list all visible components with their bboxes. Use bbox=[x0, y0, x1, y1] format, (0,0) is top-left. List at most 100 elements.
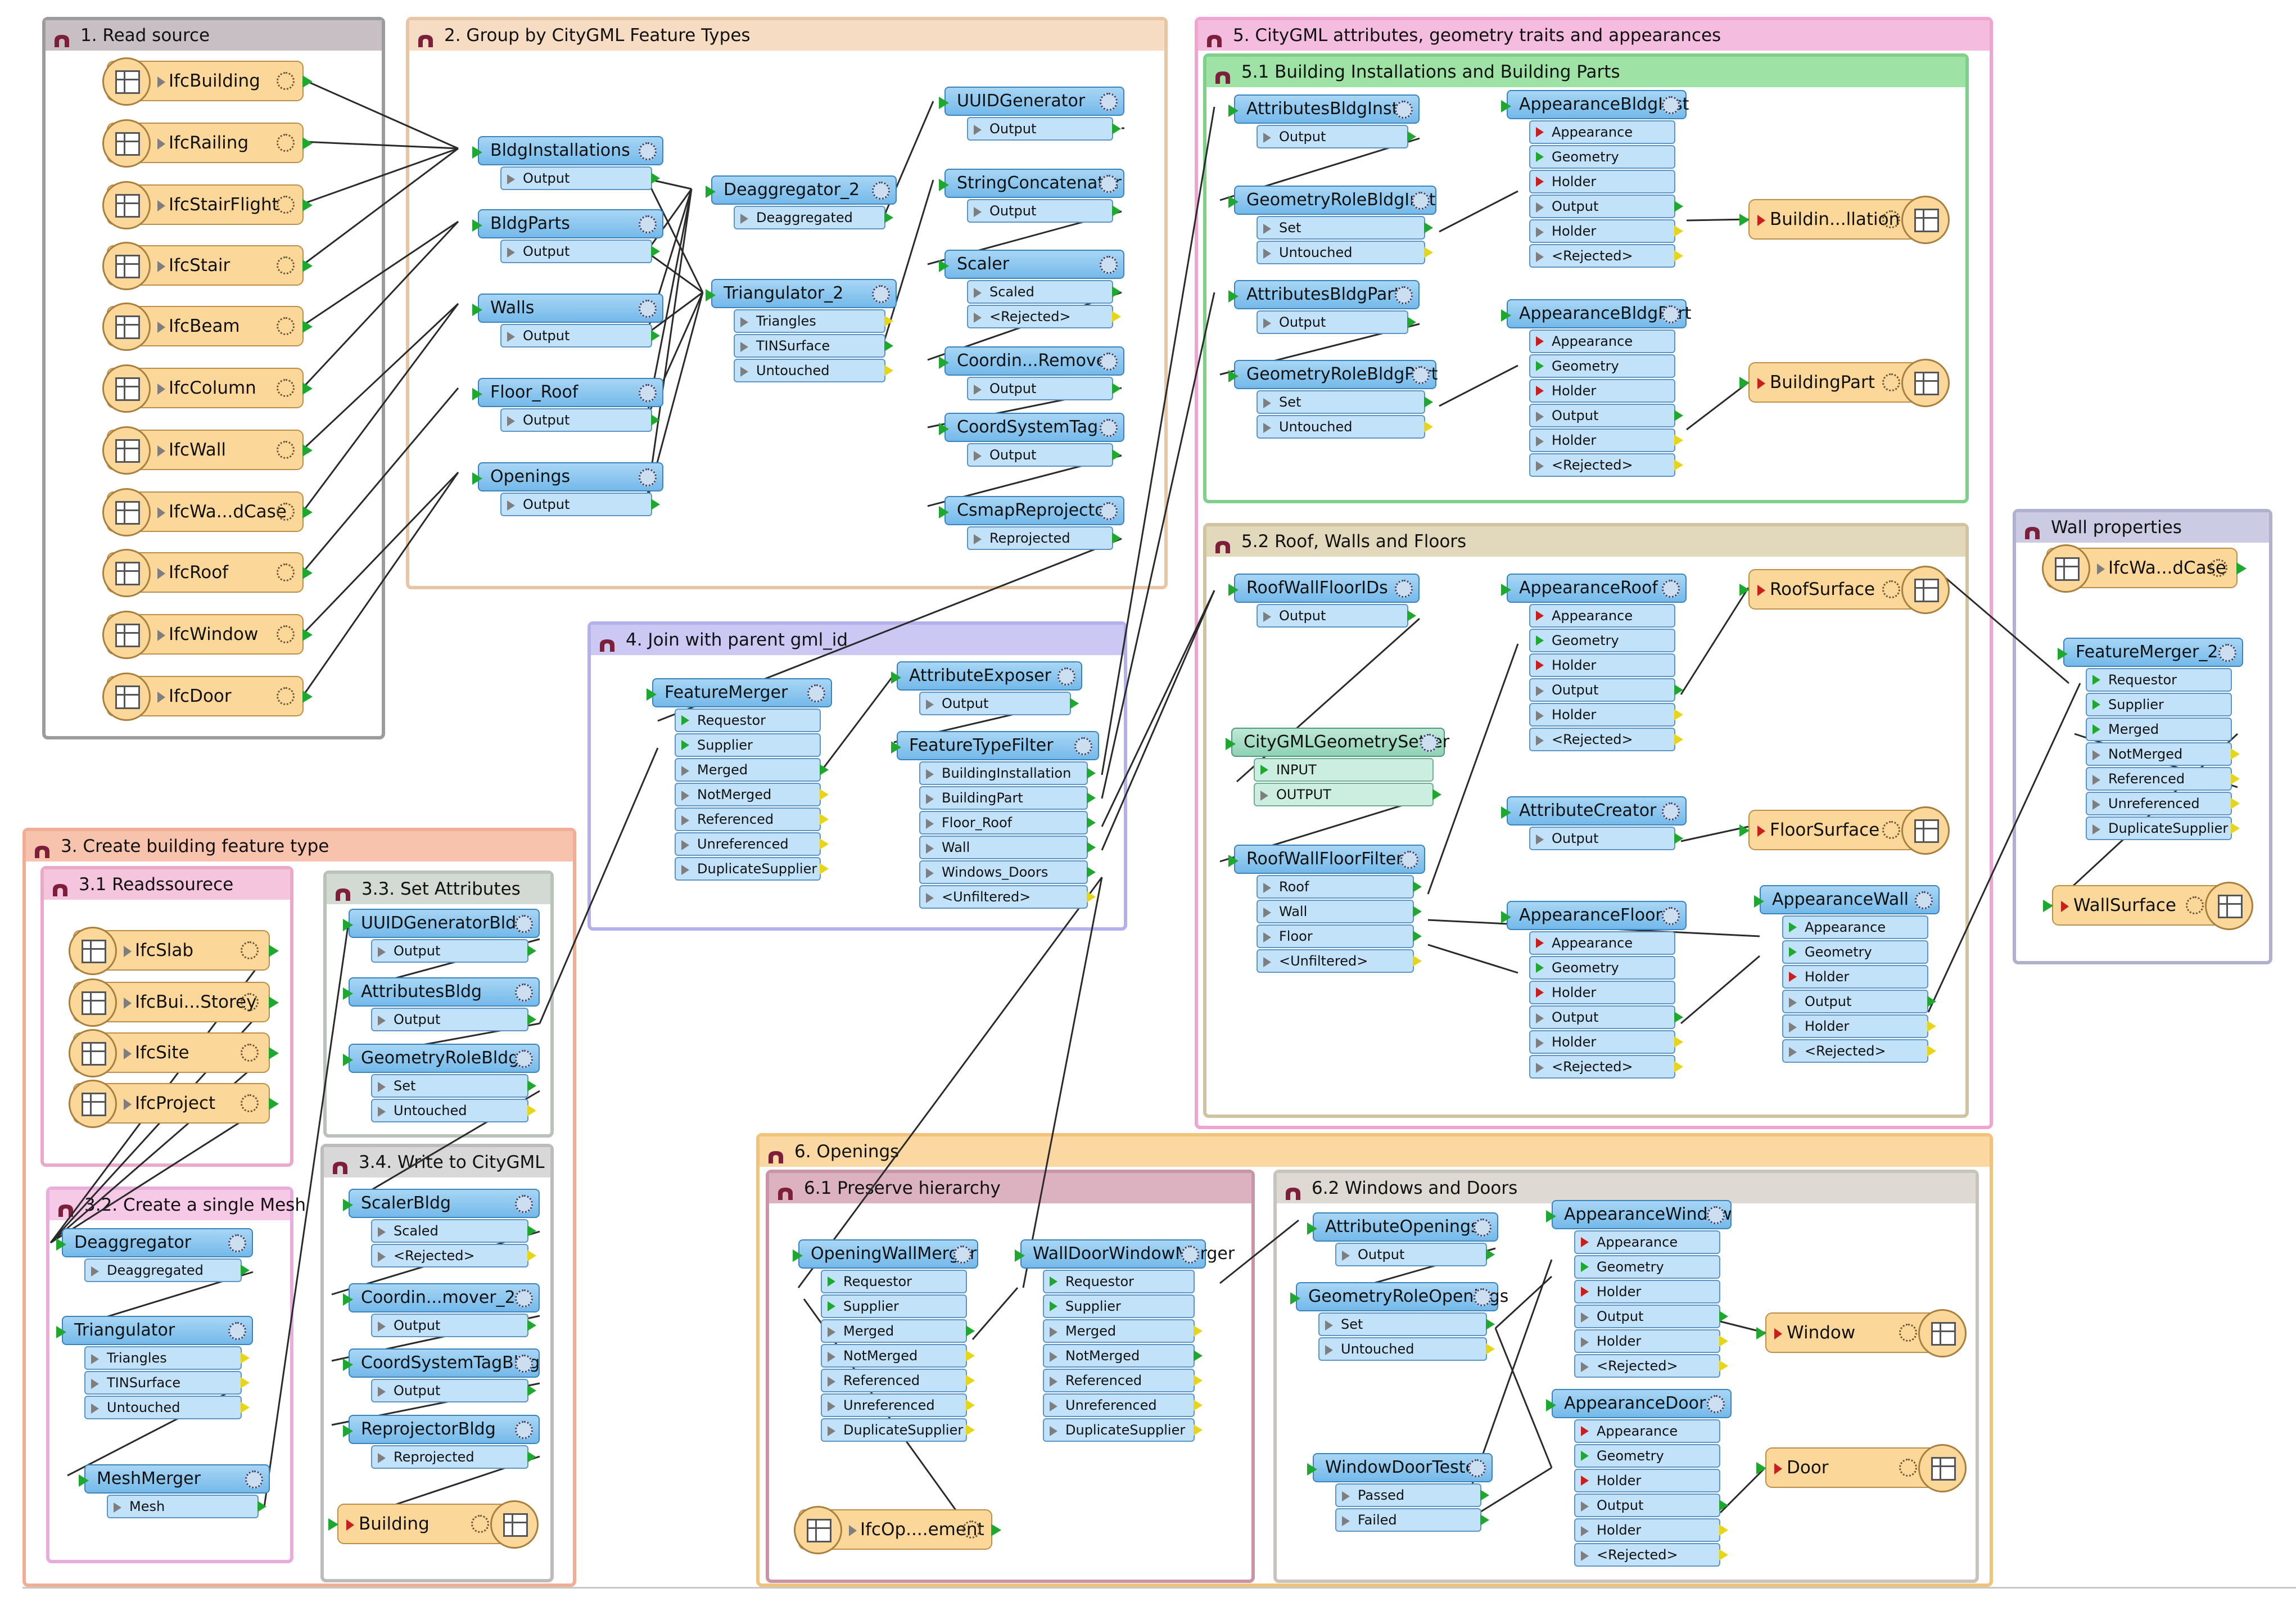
port-holder[interactable]: Holder bbox=[1529, 379, 1675, 403]
gear-icon[interactable] bbox=[1707, 1395, 1725, 1413]
port-floor[interactable]: Floor bbox=[1257, 924, 1422, 948]
output-port-arrow[interactable] bbox=[1674, 201, 1683, 212]
port-output[interactable]: Output bbox=[1335, 1243, 1495, 1266]
input-port-arrow[interactable] bbox=[1307, 1463, 1317, 1476]
port-duplicatesupplier[interactable]: DuplicateSupplier bbox=[1043, 1418, 1203, 1442]
input-port-arrow[interactable] bbox=[472, 388, 482, 400]
reader-ifcslab[interactable]: IfcSlab bbox=[69, 927, 279, 975]
output-port-arrow[interactable] bbox=[651, 499, 660, 510]
writer-floorsurface[interactable]: FloorSurface bbox=[1739, 806, 1950, 855]
output-port-arrow[interactable] bbox=[1407, 317, 1416, 328]
port-buildingpart[interactable]: BuildingPart bbox=[919, 786, 1096, 810]
output-port-arrow[interactable] bbox=[966, 1375, 975, 1386]
input-port-arrow[interactable] bbox=[1226, 738, 1236, 750]
output-port-arrow[interactable] bbox=[527, 945, 536, 957]
gear-icon[interactable] bbox=[1468, 1459, 1486, 1477]
transformer-header[interactable]: CsmapReprojector bbox=[939, 496, 1124, 525]
port-holder[interactable]: Holder bbox=[1782, 1014, 1936, 1038]
output-port-arrow[interactable] bbox=[1087, 842, 1096, 853]
port-referenced[interactable]: Referenced bbox=[675, 807, 829, 831]
output-port-arrow[interactable] bbox=[1674, 225, 1683, 237]
port-duplicatesupplier[interactable]: DuplicateSupplier bbox=[2086, 816, 2240, 840]
input-port-arrow[interactable] bbox=[891, 741, 901, 754]
input-port-arrow[interactable] bbox=[939, 423, 949, 435]
gear-icon[interactable] bbox=[1100, 502, 1118, 520]
port-windows-doors[interactable]: Windows_Doors bbox=[919, 860, 1096, 884]
gear-icon[interactable] bbox=[639, 300, 657, 318]
gear-icon[interactable] bbox=[228, 1322, 246, 1340]
input-port-arrow[interactable] bbox=[472, 304, 482, 316]
transformer-header[interactable]: AppearanceWindow bbox=[1546, 1200, 1732, 1229]
input-port-arrow[interactable] bbox=[472, 146, 482, 159]
output-port-arrow[interactable] bbox=[1194, 1424, 1203, 1436]
gear-icon[interactable] bbox=[1662, 305, 1680, 323]
port-appearance[interactable]: Appearance bbox=[1529, 604, 1675, 628]
gear-icon[interactable] bbox=[515, 1195, 533, 1213]
reader-ifcroof[interactable]: IfcRoof bbox=[102, 549, 313, 597]
input-port-arrow[interactable] bbox=[343, 987, 353, 1000]
port-output[interactable]: Output bbox=[1257, 310, 1416, 334]
port-output[interactable]: Output bbox=[371, 1379, 536, 1402]
input-port-arrow[interactable] bbox=[2058, 648, 2068, 660]
port-triangles[interactable]: Triangles bbox=[734, 309, 893, 333]
output-port-arrow[interactable] bbox=[1112, 533, 1121, 544]
input-port-arrow[interactable] bbox=[939, 506, 949, 518]
transformer-header[interactable]: Floor_Roof bbox=[472, 378, 663, 407]
output-port-arrow[interactable] bbox=[527, 1385, 536, 1396]
port-supplier[interactable]: Supplier bbox=[2086, 693, 2232, 716]
output-port-arrow[interactable] bbox=[1424, 247, 1433, 258]
port-output[interactable]: Output bbox=[1529, 404, 1683, 427]
gear-icon[interactable] bbox=[1074, 737, 1092, 755]
output-port-arrow[interactable] bbox=[2231, 823, 2240, 834]
transformer-header[interactable]: GeometryRoleBldgPart bbox=[1228, 360, 1438, 389]
transformer-header[interactable]: GeometryRoleOpenings bbox=[1290, 1282, 1508, 1311]
output-port-arrow[interactable] bbox=[884, 212, 893, 223]
port-holder[interactable]: Holder bbox=[1574, 1518, 1728, 1542]
port-output[interactable]: Output bbox=[1257, 604, 1416, 628]
port-output[interactable]: Output bbox=[967, 377, 1121, 400]
output-port-arrow[interactable] bbox=[241, 1352, 250, 1364]
output-port-arrow[interactable] bbox=[1719, 1500, 1728, 1511]
gear-icon[interactable] bbox=[872, 285, 890, 303]
gear-icon[interactable] bbox=[1474, 1288, 1492, 1306]
gear-icon[interactable] bbox=[1474, 1219, 1492, 1237]
port-output[interactable]: Output bbox=[1529, 195, 1683, 218]
port-geometry[interactable]: Geometry bbox=[1529, 354, 1675, 378]
writer-wallsurface[interactable]: WallSurface bbox=[2043, 882, 2253, 930]
output-port-arrow[interactable] bbox=[1719, 1360, 1728, 1372]
gear-icon[interactable] bbox=[515, 1421, 533, 1439]
transformer-header[interactable]: Walls bbox=[472, 294, 663, 323]
output-port-arrow[interactable] bbox=[1927, 1021, 1936, 1032]
transformer-header[interactable]: Triangulator bbox=[56, 1316, 253, 1345]
output-port-arrow[interactable] bbox=[1719, 1549, 1728, 1560]
output-port-arrow[interactable] bbox=[1087, 867, 1096, 878]
gear-icon[interactable] bbox=[515, 1289, 533, 1307]
output-port-arrow[interactable] bbox=[527, 1014, 536, 1025]
gear-icon[interactable] bbox=[515, 1050, 533, 1068]
port-output[interactable]: Output bbox=[371, 939, 536, 963]
gear-icon[interactable] bbox=[2186, 896, 2204, 914]
output-port-arrow[interactable] bbox=[884, 340, 893, 351]
port-failed[interactable]: Failed bbox=[1335, 1508, 1489, 1532]
reader-ifcbuilding[interactable]: IfcBuilding bbox=[102, 57, 313, 106]
gear-icon[interactable] bbox=[277, 687, 295, 705]
port-duplicatesupplier[interactable]: DuplicateSupplier bbox=[821, 1418, 975, 1442]
reader-ifcdoor[interactable]: IfcDoor bbox=[102, 673, 313, 721]
input-port-arrow[interactable] bbox=[1754, 895, 1764, 908]
output-port-arrow[interactable] bbox=[1480, 1514, 1489, 1526]
transformer-header[interactable]: FeatureTypeFilter bbox=[891, 731, 1099, 760]
output-port-arrow[interactable] bbox=[1719, 1336, 1728, 1347]
gear-icon[interactable] bbox=[241, 1094, 259, 1112]
output-port-arrow[interactable] bbox=[1486, 1343, 1495, 1355]
input-port-arrow[interactable] bbox=[706, 186, 716, 198]
port-output[interactable]: Output bbox=[1574, 1494, 1728, 1517]
output-port-arrow[interactable] bbox=[527, 1250, 536, 1261]
port-untouched[interactable]: Untouched bbox=[1257, 241, 1433, 264]
transformer-header[interactable]: Coordin...Remover bbox=[939, 346, 1124, 376]
transformer-header[interactable]: AppearanceBldgInst bbox=[1501, 90, 1689, 119]
output-port-arrow[interactable] bbox=[1413, 881, 1422, 892]
gear-icon[interactable] bbox=[1100, 256, 1118, 274]
gear-icon[interactable] bbox=[1181, 1246, 1199, 1264]
transformer-header[interactable]: Deaggregator bbox=[56, 1228, 253, 1257]
